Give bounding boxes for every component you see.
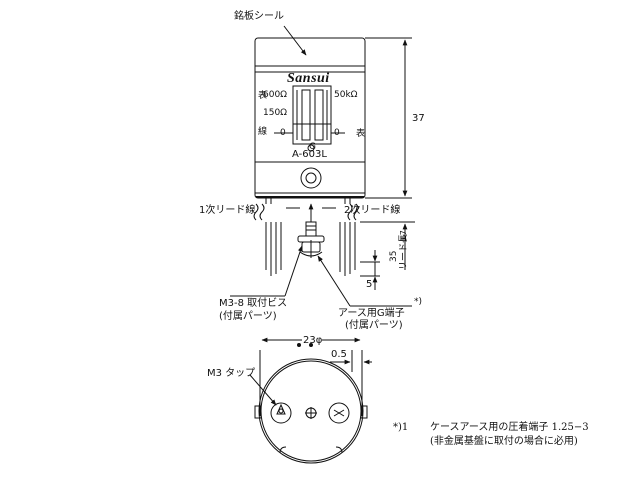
- ground-mark-label: G: [309, 142, 316, 152]
- nameplate-leader: [283, 25, 307, 56]
- diameter-dimension: [259, 337, 363, 416]
- base-bottom-view: [254, 358, 368, 464]
- m3-tap-hole: [270, 402, 292, 424]
- right-screw-hole: [328, 402, 350, 424]
- center-mark: [305, 407, 317, 419]
- side-char-right-3: 表: [356, 129, 366, 139]
- lead-length-dimension: [360, 221, 415, 290]
- side-char-left-3: 線: [258, 127, 268, 137]
- strip-dimension-value: 5: [366, 279, 373, 290]
- brand-logo: Sansui: [287, 71, 330, 86]
- terminal-leader: [317, 255, 351, 307]
- screw-leader: [284, 245, 303, 297]
- model-label: A-603L: [292, 149, 327, 160]
- zero-right-label: 0: [334, 128, 340, 138]
- footnote-marker-ref: *): [414, 297, 423, 307]
- secondary-lead-label: 2次リード線: [344, 205, 401, 216]
- ohm-50k-label: 50kΩ: [334, 90, 358, 100]
- m3-tap-label: M3 タップ: [207, 368, 256, 379]
- clearance-dimension-value: 0.5: [331, 349, 347, 360]
- earth-g-terminal-label: アース用G端子: [338, 308, 405, 319]
- ohm-150-label: 150Ω: [263, 108, 288, 118]
- lead-length-label: リード長: [399, 233, 409, 270]
- mounting-screw: [297, 221, 325, 258]
- transformer-body: [254, 37, 366, 199]
- m3-8-screw-label: M3-8 取付ビス: [219, 298, 288, 309]
- footnote-marker: *)1: [393, 422, 409, 433]
- footnote-line-2: (非金属基盤に取付の場合に必用): [430, 436, 578, 447]
- diameter-dimension-value: 23φ: [303, 335, 323, 346]
- ohm-600-label: 600Ω: [263, 90, 288, 100]
- terminal-accessory-label: (付属パーツ): [345, 320, 403, 331]
- tap-leader: [249, 374, 277, 406]
- lead-wires: [253, 198, 359, 276]
- screw-accessory-label: (付属パーツ): [219, 311, 277, 322]
- clearance-dimension: [330, 350, 372, 372]
- nameplate-seal-label: 銘板シール: [234, 11, 284, 22]
- nameplate-window: [274, 85, 345, 145]
- height-dimension: [365, 37, 412, 199]
- front-mount-hole: [300, 167, 322, 189]
- ground-symbol: [307, 144, 315, 152]
- primary-lead-label: 1次リード線: [199, 205, 256, 216]
- zero-left-label: 0: [280, 128, 286, 138]
- height-dimension-value: 37: [412, 113, 425, 124]
- side-char-left-1: 表: [258, 91, 268, 101]
- footnote-line-1: ケースアース用の圧着端子 1.25−3: [430, 422, 589, 433]
